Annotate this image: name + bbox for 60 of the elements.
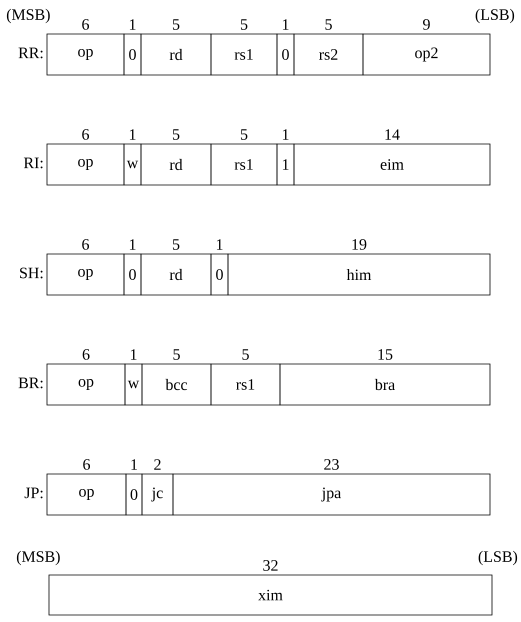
bit-width-label: 5 [172,129,180,140]
field-box: 0 [124,34,142,76]
field-box: rd [140,254,212,296]
field-box: rs1 [210,144,278,186]
bit-order-label: (MSB) [6,8,50,24]
bit-width-label: 1 [282,19,289,30]
bit-width-label: 5 [172,19,180,30]
field-box: w [124,144,142,186]
field-box: rd [140,144,212,186]
field-box: op [46,364,126,406]
field-box: op [46,474,126,516]
field-box: bcc [142,364,212,406]
bit-width-label: 15 [378,349,392,360]
field-box: rs1 [210,364,280,406]
field-box: rd [140,34,212,76]
field-box: eim [294,144,490,186]
bit-width-label: 9 [423,19,430,30]
bit-width-label: 5 [173,349,180,360]
bit-width-label: 19 [352,239,366,250]
bit-width-label: 23 [324,459,339,470]
bit-width-label: 2 [154,459,161,470]
field-box: jc [142,474,174,516]
field-box: op [46,254,124,296]
field-box: op [46,34,124,76]
bit-width-label: 5 [172,239,180,250]
bit-width-label: 6 [82,239,90,250]
field-box: 0 [210,254,228,296]
bit-width-label: 1 [130,19,136,30]
field-box: him [228,254,490,296]
field-box: op2 [362,34,490,76]
field-box: rs1 [210,34,278,76]
bit-width-label: 1 [282,129,289,140]
field-box: rs2 [294,34,364,76]
field-box: bra [280,364,490,406]
bit-order-label: (MSB) [16,550,60,566]
field-box: op [46,144,124,186]
bit-order-label: (LSB) [478,550,518,566]
bit-width-label: 6 [82,129,90,140]
field-box: w [124,364,142,406]
field-box: 0 [126,474,142,516]
field-box: xim [48,574,492,616]
bit-width-label: 1 [131,459,138,470]
bit-width-label: 1 [130,239,136,250]
bit-width-label: 32 [263,560,278,571]
bit-width-label: 1 [130,129,136,140]
bit-width-label: 5 [325,19,332,30]
field-box: 0 [124,254,142,296]
field-box: 0 [276,34,294,76]
bit-width-label: 1 [130,349,137,360]
bit-width-label: 5 [240,129,248,140]
field-box: 1 [276,144,294,186]
bit-width-label: 5 [240,19,248,30]
bit-width-label: 6 [82,19,90,30]
field-box: jpa [172,474,490,516]
bit-width-label: 6 [82,349,90,360]
bit-width-label: 6 [83,459,90,470]
bit-order-label: (LSB) [476,8,514,24]
bit-width-label: 14 [385,129,400,140]
bit-width-label: 1 [216,239,223,250]
bit-width-label: 5 [242,349,249,360]
